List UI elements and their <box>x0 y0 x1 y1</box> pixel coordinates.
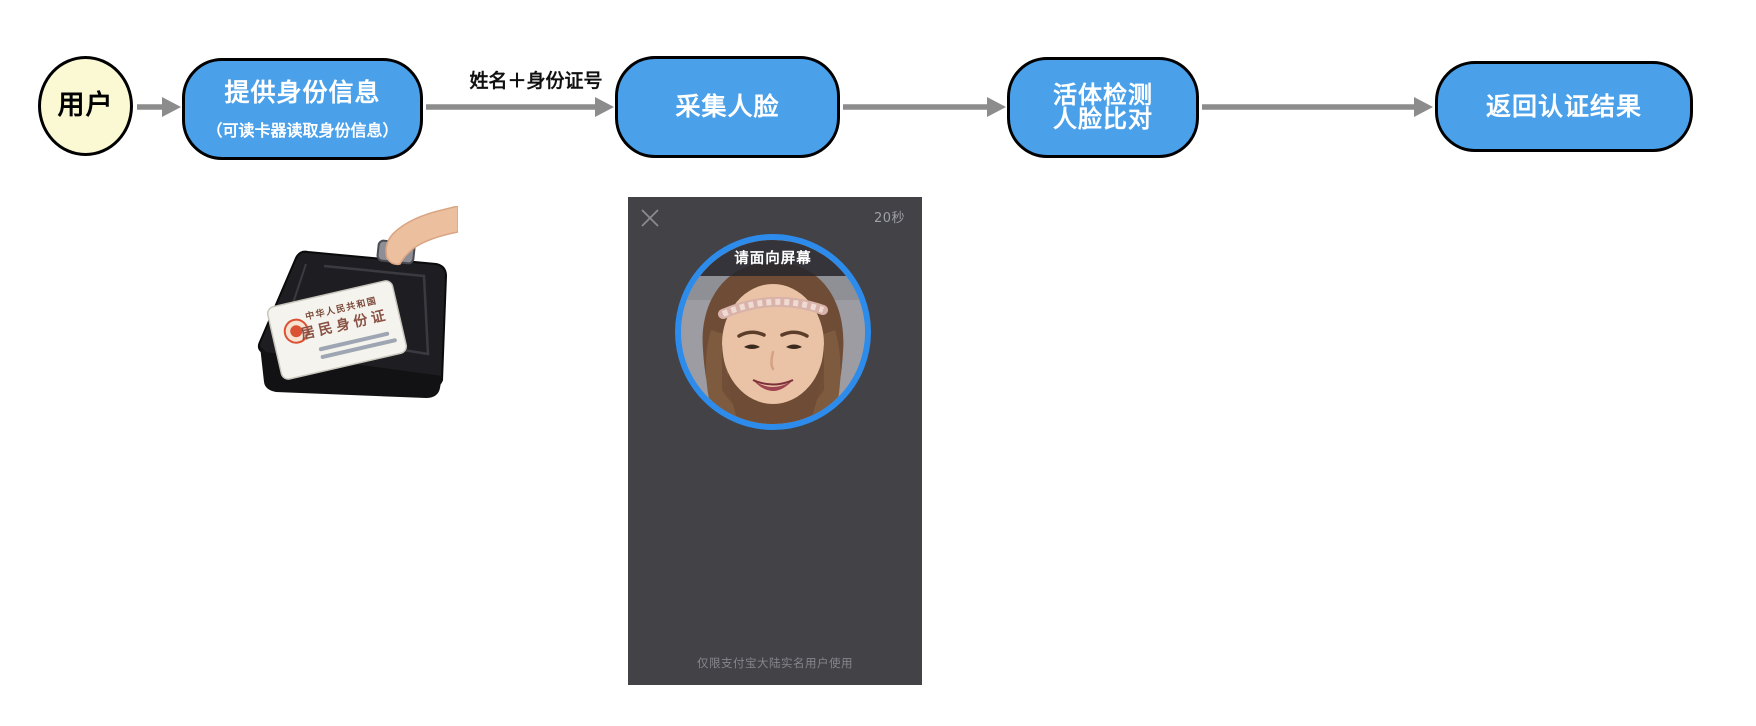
arrow-label-name-id: 姓名＋身份证号 <box>469 70 603 92</box>
close-icon[interactable] <box>640 208 660 228</box>
id-card: 中华人民共和国 居民身份证 <box>266 280 408 380</box>
face-prompt: 请面向屏幕 <box>681 240 865 276</box>
face-capture-screen: 20秒 <box>628 197 922 685</box>
step-provide-identity: 提供身份信息 （可读卡器读取身份信息） <box>182 58 423 160</box>
arrow-step1-to-step2 <box>426 97 614 117</box>
arrow-user-to-step1 <box>137 97 181 117</box>
step-title: 采集人脸 <box>675 92 780 122</box>
arrow-step2-to-step3 <box>843 97 1006 117</box>
countdown-timer: 20秒 <box>873 211 905 226</box>
national-emblem-icon <box>283 318 309 344</box>
step-liveness-compare: 活体检测 人脸比对 <box>1007 57 1199 158</box>
face-capture-circle: 请面向屏幕 <box>675 234 871 430</box>
step-title: 返回认证结果 <box>1485 91 1642 121</box>
step-title-line1: 活体检测 <box>1053 80 1153 109</box>
card-reader-image: 中华人民共和国 居民身份证 <box>257 206 458 398</box>
step-subtitle: （可读卡器读取身份信息） <box>206 121 399 141</box>
arrow-step3-to-step4 <box>1202 97 1433 117</box>
finger <box>385 206 458 266</box>
step-title-line2: 人脸比对 <box>1053 104 1153 133</box>
step-return-result: 返回认证结果 <box>1435 61 1693 152</box>
phone-footer-note: 仅限支付宝大陆实名用户使用 <box>697 656 853 670</box>
user-node: 用户 <box>38 56 133 156</box>
step-capture-face: 采集人脸 <box>615 56 840 158</box>
step-title: 提供身份信息 <box>224 77 381 107</box>
user-node-label: 用户 <box>57 90 114 122</box>
